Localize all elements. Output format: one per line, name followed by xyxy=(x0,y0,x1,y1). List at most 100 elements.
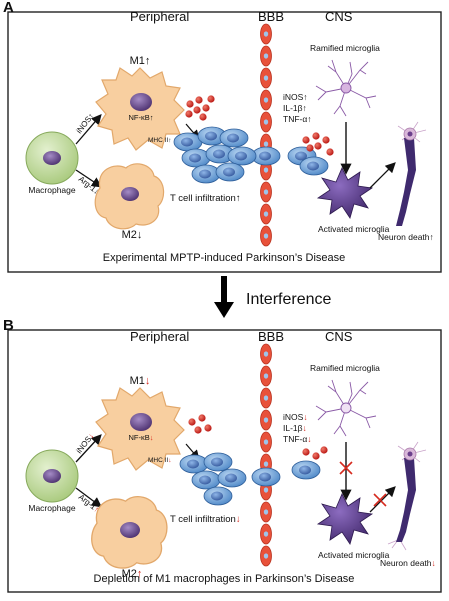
panel-b-cytokine-inos-down: ↓ xyxy=(303,412,307,422)
panel-a-tcell-label: T cell infiltration↑ xyxy=(170,193,241,204)
panel-b-inos-down: ↓ xyxy=(86,431,96,440)
panel-b-m2-cell xyxy=(91,495,168,569)
panel-b-mhc-text: MHC II↓ xyxy=(148,457,171,464)
panel-a-m1-cell xyxy=(95,67,185,151)
bbb-cell xyxy=(260,387,272,409)
panel-a-nfkb-label: NF-κB↑ xyxy=(129,113,154,122)
panel-b-mhc-label: MHC II xyxy=(148,457,168,464)
panel-b-cytokine-inos: iNOS xyxy=(283,412,304,422)
panel-a-cytokine-inos: iNOS↑ xyxy=(283,92,308,102)
panel-a-tcells-cns xyxy=(287,146,329,176)
panel-b-red-dots xyxy=(188,414,212,434)
panel-b-cns-label: CNS xyxy=(325,329,353,344)
panel-b-peripheral-label: Peripheral xyxy=(130,329,189,344)
panel-b-caption: Depletion of M1 macrophages in Parkinson… xyxy=(94,573,355,585)
panel-b-ramified-label: Ramified microglia xyxy=(310,363,380,373)
bbb-cell xyxy=(260,45,272,67)
panel-b-m1-text: M1↓ xyxy=(130,375,151,387)
panel-b-frame xyxy=(7,329,442,593)
panel-a-neuron-label: Neuron death↑ xyxy=(378,232,434,242)
panel-a-caption: Experimental MPTP-induced Parkinson’s Di… xyxy=(103,252,346,264)
bbb-cell xyxy=(260,545,272,567)
panel-a-activated-label: Activated microglia xyxy=(318,224,390,234)
panel-a-activated-microglia xyxy=(316,167,374,219)
panel-b-cytokine-tnfa: TNF-α xyxy=(283,434,307,444)
panel-b-activated-label: Activated microglia xyxy=(318,550,390,560)
panel-b-bbb-column xyxy=(251,343,281,567)
panel-a-mhc-label: MHC II↑ xyxy=(148,137,171,144)
panel-b-neuron-label: Neuron death xyxy=(380,558,432,568)
panel-a-bbb-column xyxy=(251,23,281,247)
panel-b-nfkb-text: NF-κB↓ xyxy=(129,433,154,442)
panel-a-cytokine-tnfa: TNF-α↑ xyxy=(283,114,312,124)
bbb-cell xyxy=(260,67,272,89)
panel-b-bbb-label: BBB xyxy=(258,329,284,344)
bbb-cell xyxy=(260,203,272,225)
panel-a-m2-cell xyxy=(94,163,165,230)
arrow-activated-to-neuron xyxy=(369,162,396,189)
panel-b-neuron-arrow: ↓ xyxy=(432,558,436,568)
bbb-cell xyxy=(260,523,272,545)
panel-b-neuron-text: Neuron death↓ xyxy=(380,558,436,568)
bbb-cell xyxy=(260,343,272,365)
panel-a-inos-arrow-label: iNOS↑ xyxy=(74,111,95,135)
panel-b-ramified-microglia xyxy=(315,379,377,437)
panel-b-cytokine-tnfa-down: ↓ xyxy=(307,434,311,444)
panel-b-cytokine-tnfa-text: TNF-α↓ xyxy=(283,434,312,444)
panel-b-cns-red-dots xyxy=(302,446,328,460)
m2-nucleus xyxy=(121,187,139,201)
bbb-cell xyxy=(260,409,272,431)
interference: Interference xyxy=(214,276,331,318)
panel-b-macrophage-label: Macrophage xyxy=(28,503,76,513)
panel-b-cytokine-il1b-text: IL-1β↓ xyxy=(283,423,307,433)
arrow-activated-to-neuron xyxy=(369,486,396,513)
panel-a-cns-label: CNS xyxy=(325,9,353,24)
m1-nucleus xyxy=(130,413,152,431)
panel-a-peripheral-label: Peripheral xyxy=(130,9,189,24)
panel-b-m2-arrow: ↑ xyxy=(137,568,143,580)
bbb-cell xyxy=(260,501,272,523)
panel-b: B Peripheral BBB CNS Macrophage iNOS↓ xyxy=(3,317,442,593)
bbb-cell xyxy=(260,111,272,133)
bbb-cell xyxy=(260,181,272,203)
panel-b-block-mark-2 xyxy=(373,493,387,507)
panel-b-mhc-down: ↓ xyxy=(168,457,171,464)
interference-arrow-head xyxy=(214,302,234,318)
panel-b-cytokine-il1b-down: ↓ xyxy=(303,423,307,433)
arrow-to-m2 xyxy=(75,169,103,188)
panel-b-cytokine-il1b: IL-1β xyxy=(283,423,303,433)
panel-a-letter: A xyxy=(3,0,14,16)
m2-nucleus xyxy=(120,522,140,538)
bbb-cell xyxy=(260,431,272,453)
panel-b-macrophage xyxy=(25,449,79,503)
panel-b-cytokine-inos-text: iNOS↓ xyxy=(283,412,308,422)
panel-a-m2-label: M2↓ xyxy=(122,229,143,241)
panel-a: A Peripheral BBB CNS Macrophage iNOS↑ xyxy=(3,0,442,273)
panel-b-arg-up: ↑ xyxy=(92,505,101,515)
tcell-crossing xyxy=(251,467,281,487)
bbb-cell xyxy=(260,365,272,387)
panel-a-tcell-cluster xyxy=(173,126,257,184)
m1-nucleus xyxy=(130,93,152,111)
panel-b-nfkb-down: ↓ xyxy=(150,433,154,442)
panel-a-frame xyxy=(7,11,442,273)
panel-b-tcell-text: T cell infiltration↓ xyxy=(170,514,241,525)
panel-b-letter: B xyxy=(3,317,14,334)
panel-a-ramified-microglia xyxy=(315,59,377,117)
panel-b-tcell-arrow: ↓ xyxy=(236,514,241,525)
arrow-to-m2 xyxy=(75,487,103,508)
arrow-to-m1 xyxy=(75,434,102,463)
panel-a-macrophage-label: Macrophage xyxy=(28,185,76,195)
panel-a-ramified-label: Ramified microglia xyxy=(310,43,380,53)
panel-a-red-dots xyxy=(185,95,215,121)
panel-a-macrophage xyxy=(25,131,79,185)
panel-a-bbb-label: BBB xyxy=(258,9,284,24)
bbb-cell xyxy=(260,225,272,247)
arrow-to-m1 xyxy=(75,114,102,145)
panel-b-tcells-cns xyxy=(291,460,321,480)
panel-a-cytokine-il1b: IL-1β↑ xyxy=(283,103,307,113)
panel-a-m1-label: M1↑ xyxy=(130,55,151,67)
panel-b-tcell-cluster xyxy=(179,452,247,506)
panel-b-nfkb-label: NF-κB xyxy=(129,433,150,442)
